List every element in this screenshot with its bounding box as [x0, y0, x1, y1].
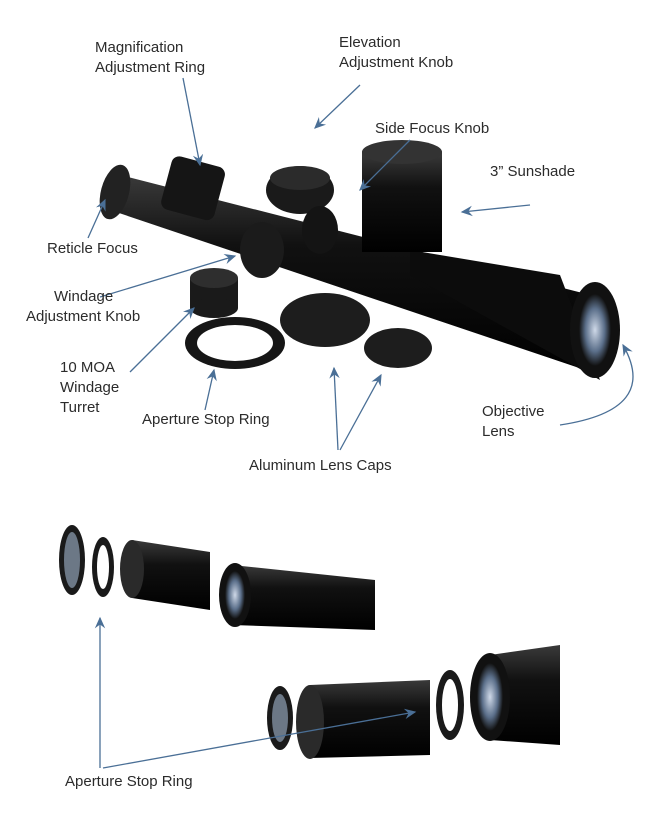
label-line: 10 MOA — [60, 359, 116, 376]
label-line: Magnification — [95, 39, 184, 56]
label-line: Adjustment Knob — [339, 54, 454, 71]
label-aperture-stop-ring-bottom: Aperture Stop Ring — [65, 773, 193, 790]
label-line: Turret — [60, 399, 100, 416]
main-scope — [99, 156, 620, 380]
callout-arrows — [87, 77, 634, 769]
windage-turret — [190, 268, 238, 318]
label-line: Windage — [60, 379, 120, 396]
label-reticle-focus: Reticle Focus — [47, 240, 138, 257]
exploded-assembly-bottom — [267, 645, 560, 759]
label-line: Elevation — [339, 34, 401, 51]
lens-cap-large — [280, 293, 370, 347]
exploded-assembly-top — [59, 525, 375, 630]
label-line: Windage — [54, 288, 114, 305]
sunshade — [362, 140, 442, 252]
label-sunshade: 3” Sunshade — [490, 163, 576, 180]
label-line: Adjustment Knob — [26, 308, 141, 325]
label-side-focus-knob: Side Focus Knob — [375, 120, 490, 137]
label-lens-caps: Aluminum Lens Caps — [249, 457, 392, 474]
label-aperture-stop-ring: Aperture Stop Ring — [142, 411, 270, 428]
label-line: Objective — [482, 403, 545, 420]
lens-cap-small — [364, 328, 432, 368]
label-line: Adjustment Ring — [95, 59, 206, 76]
label-line: Lens — [482, 423, 515, 440]
